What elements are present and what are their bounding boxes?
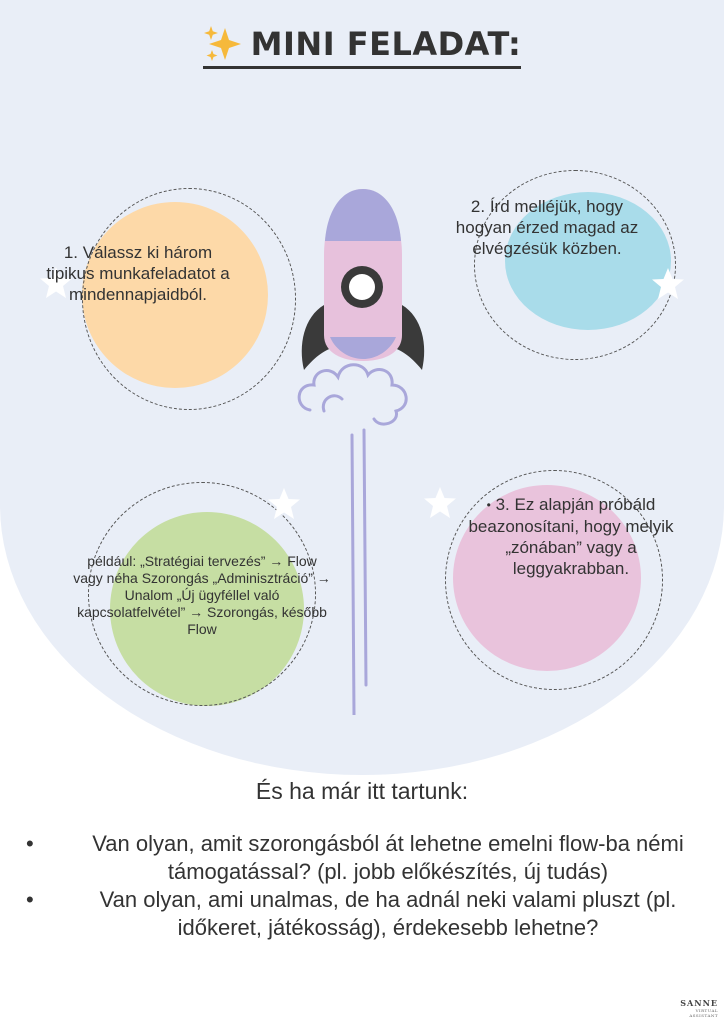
list-item: • Van olyan, amit szorongásból át lehetn…: [20, 830, 720, 886]
example-text: például: „Stratégiai tervezés” → Flow va…: [73, 553, 331, 637]
logo-main-text: SANNE: [680, 998, 718, 1008]
page-title: MINI FELADAT:: [202, 24, 522, 69]
logo-sub-text: VIRTUAL ASSISTANT: [689, 1008, 718, 1018]
question-text: Van olyan, ami unalmas, de ha adnál neki…: [99, 887, 677, 940]
task-2-ring: [474, 170, 676, 360]
page-title-text: MINI FELADAT:: [250, 25, 522, 63]
question-list: • Van olyan, amit szorongásból át lehetn…: [20, 830, 720, 942]
list-item: • Van olyan, ami unalmas, de ha adnál ne…: [20, 886, 720, 942]
task-3-label: 3. Ez alapján próbáld beazonosítani, hog…: [468, 495, 674, 579]
logo: SANNE VIRTUAL ASSISTANT: [678, 998, 718, 1020]
star-icon: [268, 488, 300, 519]
task-1-ring: [82, 188, 296, 410]
subheading: És ha már itt tartunk:: [255, 778, 469, 804]
star-icon: [652, 268, 684, 299]
star-icon: [40, 267, 72, 298]
star-icon: [424, 487, 456, 518]
question-text: Van olyan, amit szorongásból át lehetne …: [92, 831, 684, 884]
sparkles-icon: [203, 26, 241, 61]
bullet-dot: •: [26, 887, 34, 912]
bullet-dot: •: [486, 498, 491, 513]
rocket-illustration: [297, 189, 425, 715]
task-2-text: 2. Írd melléjük, hogy hogyan érzed magad…: [455, 197, 639, 258]
task-3-ring: [445, 470, 663, 690]
bullet-dot: •: [26, 831, 34, 856]
task-1-text: 1. Válassz ki három tipikus munkafeladat…: [46, 243, 230, 304]
title-area: MINI FELADAT:: [0, 24, 724, 69]
task-3-text: • 3. Ez alapján próbáld beazonosítani, h…: [462, 494, 680, 579]
example-ring: [88, 482, 316, 706]
